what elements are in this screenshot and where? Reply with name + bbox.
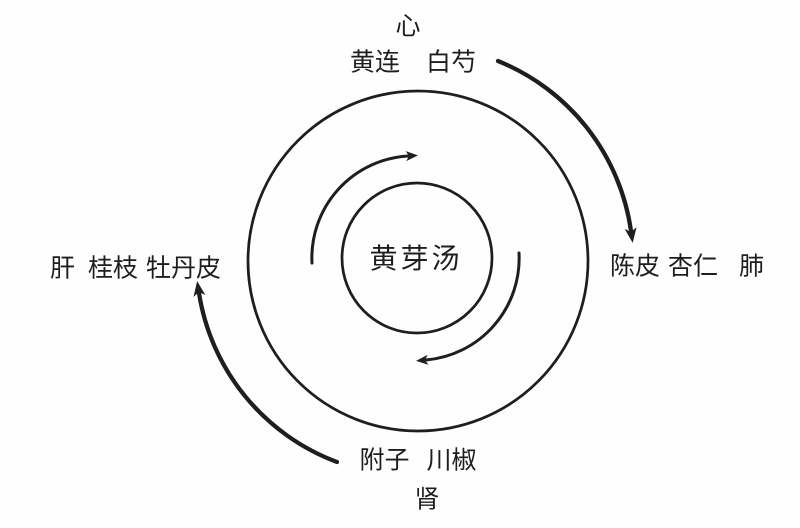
inner-clockwise-arrow-top-icon bbox=[310, 151, 418, 265]
organ-label-kidney: 肾 bbox=[414, 486, 440, 514]
herb-label-baishao: 白芍 bbox=[426, 49, 477, 77]
herb-label-huanglian: 黄连 bbox=[349, 49, 400, 77]
herb-row-top: 黄连 白芍 bbox=[350, 51, 476, 76]
herb-row-right: 陈皮 杏仁 肺 bbox=[610, 255, 764, 280]
organ-label-liver: 肝 bbox=[50, 255, 76, 283]
inner-clockwise-arrow-bottom-icon bbox=[416, 251, 521, 365]
herb-label-xingren: 杏仁 bbox=[668, 253, 719, 281]
herb-row-bottom: 附子 川椒 bbox=[359, 449, 476, 474]
herb-label-fuzi: 附子 bbox=[359, 447, 410, 475]
outer-descending-arrow-right-icon bbox=[495, 58, 637, 243]
herb-label-mudanpi: 牡丹皮 bbox=[146, 255, 222, 283]
outer-circle bbox=[246, 89, 590, 433]
outer-ascending-arrow-left-icon bbox=[193, 281, 340, 465]
center-formula-label: 黄芽汤 bbox=[369, 244, 463, 275]
herb-row-left: 肝 桂枝 牡丹皮 bbox=[50, 257, 221, 282]
organ-label-heart: 心 bbox=[395, 13, 421, 41]
herb-label-chuanjiao: 川椒 bbox=[426, 447, 477, 475]
herb-label-guizhi: 桂枝 bbox=[88, 255, 139, 283]
organ-label-lung: 肺 bbox=[739, 253, 765, 281]
inner-circle bbox=[340, 181, 494, 335]
herb-label-chenpi: 陈皮 bbox=[610, 253, 661, 281]
